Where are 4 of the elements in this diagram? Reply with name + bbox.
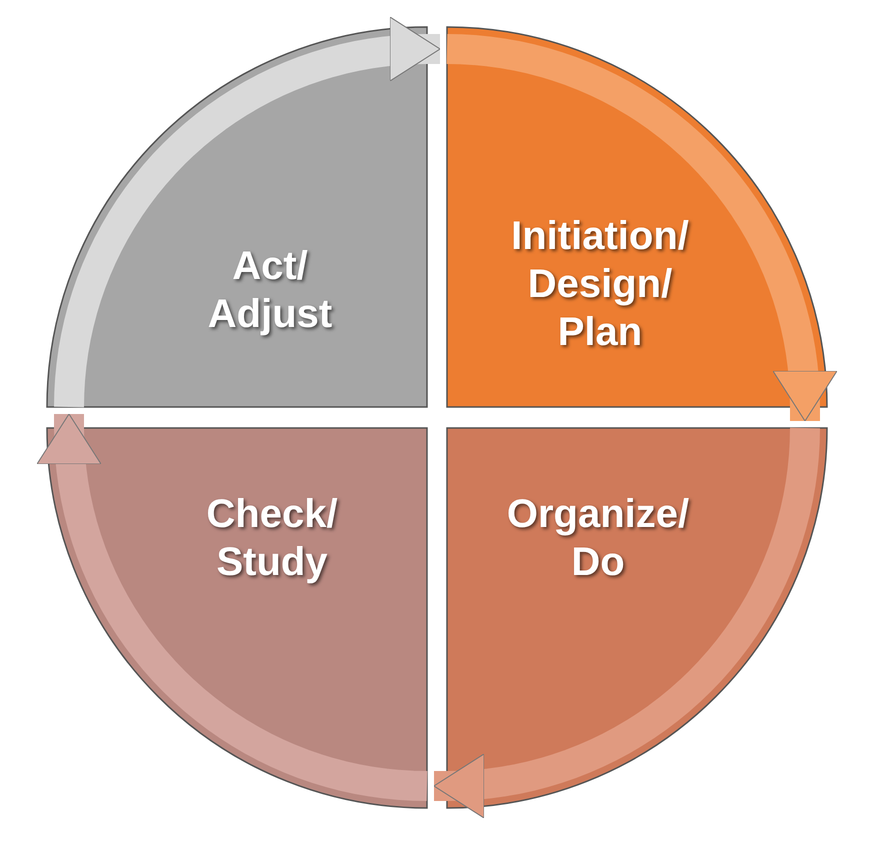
segment-label: Act/ Adjust — [206, 243, 334, 338]
segment-label: Initiation/ Design/ Plan — [510, 213, 690, 356]
segment-label: Organize/ Do — [506, 491, 690, 586]
segment-label: Check/ Study — [205, 491, 339, 586]
